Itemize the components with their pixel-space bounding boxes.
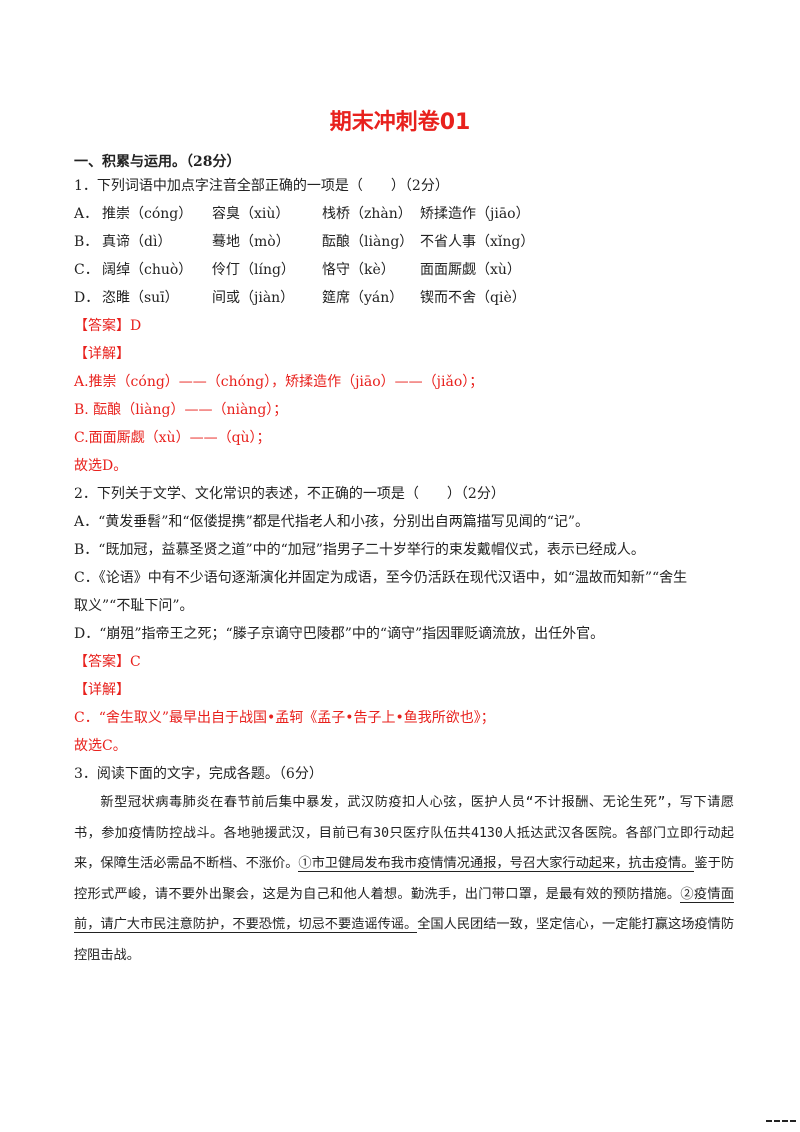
question-1-explain-line: C.面面厮觑（xù）——（qù）；	[74, 430, 271, 446]
passage-text: 鉴于防控形式严峻，请不要外出聚会，这是为自己和他人着想。勤洗手，出门带口罩，是最…	[74, 856, 735, 902]
corner-mark	[766, 1120, 796, 1124]
question-1-answer: 【答案】D	[74, 318, 142, 334]
passage-text: 新型冠状病毒肺炎在春节前后集中暴发，武汉防疫扣人心弦，医护人员“不计报酬、无论生…	[74, 795, 735, 871]
option-label: A．	[74, 206, 99, 222]
question-1-stem: 1．下列词语中加点字注音全部正确的一项是（ ）（2分）	[74, 178, 449, 194]
option-item: 栈桥（zhàn）	[322, 206, 412, 222]
question-3-stem: 3．阅读下面的文字，完成各题。（6分）	[74, 766, 323, 782]
question-1-explain-line: B. 酝酿（liàng）——（niàng）；	[74, 402, 288, 418]
question-1-conclusion: 故选D。	[74, 458, 128, 474]
option-item: 容臭（xiù）	[212, 206, 290, 222]
option-item: 阔绰（chuò）	[102, 262, 193, 278]
page-title: 期末冲刺卷01	[329, 110, 471, 135]
question-2-explain-line: C．“舍生取义”最早出自于战国•孟轲《孟子•告子上•鱼我所欲也》；	[74, 710, 495, 726]
option-item: 蓦地（mò）	[212, 234, 290, 250]
question-1-option-a: A． 推崇（cóng） 容臭（xiù） 栈桥（zhàn） 矫揉造作（jiāo）	[74, 200, 734, 228]
question-1-option-b: B． 真谛（dì） 蓦地（mò） 酝酿（liàng） 不省人事（xǐng）	[74, 228, 734, 256]
underlined-sentence-2: ②疫情面前，请广大市民注意防护，不要恐慌，切忌不要造谣传谣。	[74, 886, 735, 933]
option-label: D．	[74, 290, 100, 306]
option-item: 面面厮觑（xù）	[420, 262, 521, 278]
reading-passage: 新型冠状病毒肺炎在春节前后集中暴发，武汉防疫扣人心弦，医护人员“不计报酬、无论生…	[74, 788, 735, 971]
question-1-explain-line: A.推崇（cóng）——（chóng），矫揉造作（jiāo）——（jiǎo）；	[74, 374, 484, 390]
option-item: 矫揉造作（jiāo）	[420, 206, 530, 222]
question-2-explain-heading: 【详解】	[74, 682, 130, 698]
option-label: B．	[74, 234, 99, 250]
option-item: 筵席（yán）	[322, 290, 404, 306]
question-2-option-c: C．《论语》中有不少语句逐渐演化并固定为成语，至今仍活跃在现代汉语中，如“温故而…	[74, 570, 688, 586]
question-2-stem: 2．下列关于文学、文化常识的表述，不正确的一项是（ ）（2分）	[74, 486, 505, 502]
question-2-option-d: D．“崩殂”指帝王之死；“滕子京谪守巴陵郡”中的“谪守”指因罪贬谪流放，出任外官…	[74, 626, 605, 642]
question-1-option-c: C． 阔绰（chuò） 伶仃（líng） 恪守（kè） 面面厮觑（xù）	[74, 256, 734, 284]
passage-text: 全国人民团结一致，坚定信心，一定能打赢这场疫情防控阻击战。	[74, 917, 735, 963]
option-item: 恪守（kè）	[322, 262, 395, 278]
question-2-option-a: A．“黄发垂髫”和“伛偻提携”都是代指老人和小孩，分别出自两篇描写见闻的“记”。	[74, 514, 590, 530]
question-2-option-c-continued: 取义”“不耻下问”。	[74, 598, 194, 614]
question-1-explain-heading: 【详解】	[74, 346, 130, 362]
option-label: C．	[74, 262, 99, 278]
option-item: 锲而不舍（qiè）	[420, 290, 526, 306]
underlined-sentence-1: ①市卫健局发布我市疫情情况通报，号召大家行动起来，抗击疫情。	[298, 856, 695, 872]
exam-content: 一、积累与运用。（28分） 1．下列词语中加点字注音全部正确的一项是（ ）（2分…	[74, 152, 735, 971]
option-item: 不省人事（xǐng）	[420, 234, 535, 250]
question-2-option-b: B．“既加冠，益慕圣贤之道”中的“加冠”指男子二十岁举行的束发戴帽仪式，表示已经…	[74, 542, 645, 558]
option-item: 真谛（dì）	[102, 234, 172, 250]
option-item: 间或（jiàn）	[212, 290, 295, 306]
question-2-answer: 【答案】C	[74, 654, 141, 670]
question-2-conclusion: 故选C。	[74, 738, 127, 754]
option-item: 酝酿（liàng）	[322, 234, 414, 250]
option-item: 伶仃（líng）	[212, 262, 295, 278]
option-item: 恣睢（suī）	[102, 290, 179, 306]
option-item: 推崇（cóng）	[102, 206, 193, 222]
question-1-option-d: D． 恣睢（suī） 间或（jiàn） 筵席（yán） 锲而不舍（qiè）	[74, 284, 734, 312]
section-heading: 一、积累与运用。（28分）	[74, 154, 241, 170]
